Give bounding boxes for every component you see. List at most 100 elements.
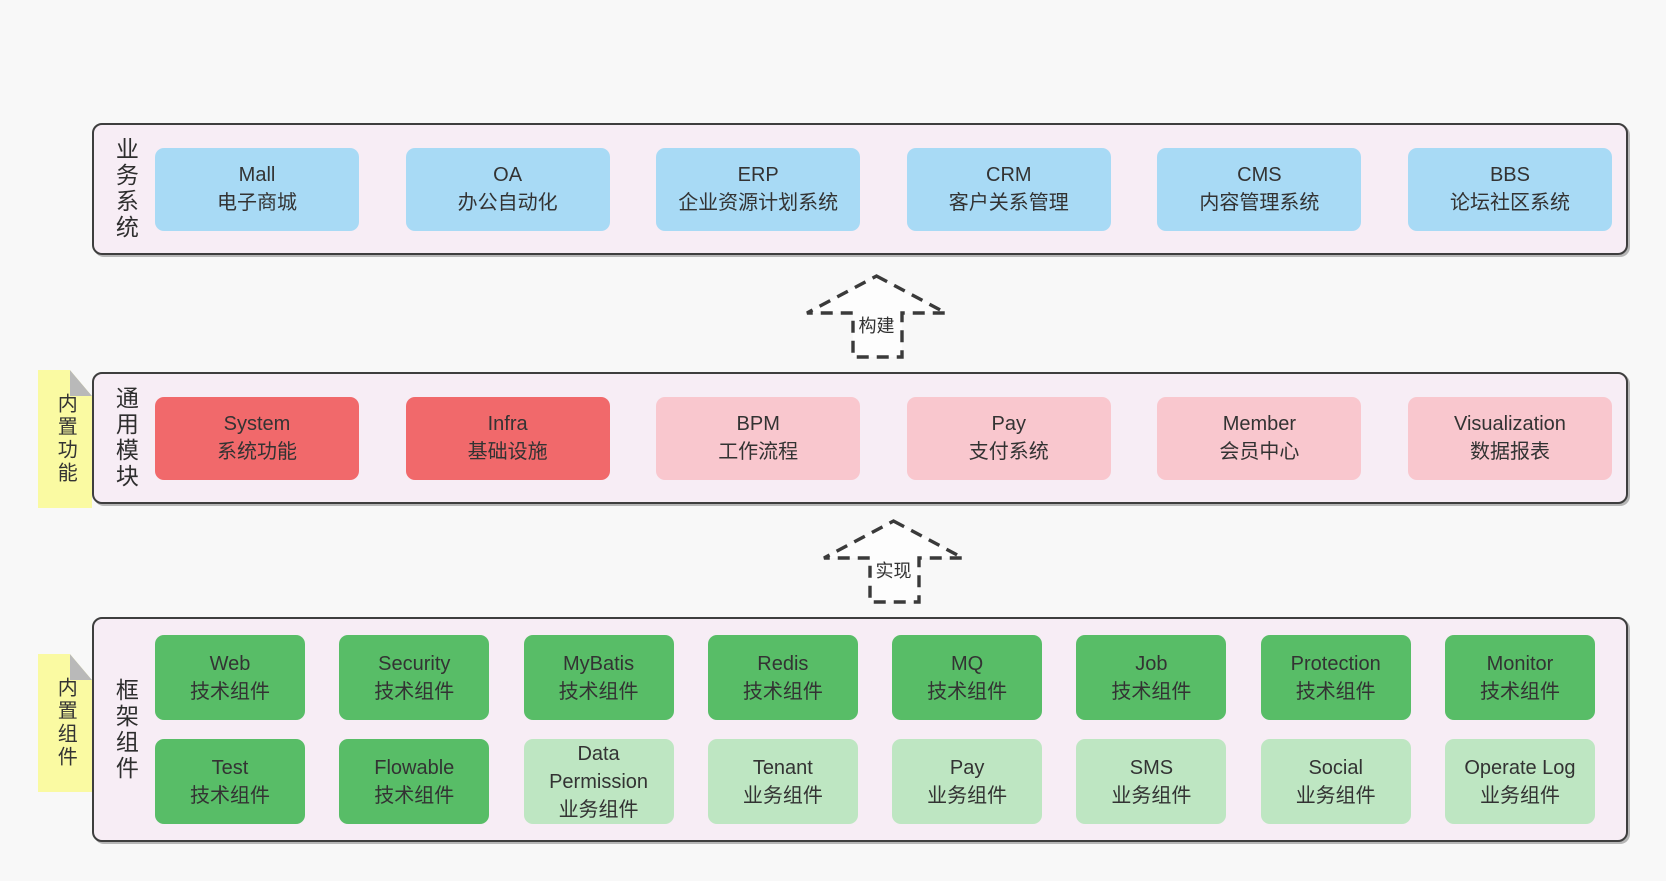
- band-common-modules: 通用模块 System 系统功能 Infra 基础设施 BPM 工作流程 Pay…: [92, 372, 1628, 504]
- box-data-permission: Data Permission 业务组件: [523, 739, 674, 824]
- box-redis: Redis 技术组件: [707, 635, 858, 720]
- band-label-framework-components: 框架组件: [94, 619, 155, 840]
- box-title: Web: [209, 652, 251, 675]
- band-label-common-modules: 通用模块: [94, 374, 155, 502]
- box-title: OA: [493, 164, 523, 186]
- box-protection: Protection 技术组件: [1260, 635, 1411, 720]
- box-social: Social 业务组件: [1260, 739, 1411, 824]
- box-security: Security 技术组件: [339, 635, 490, 720]
- box-member: Member 会员中心: [1157, 396, 1362, 480]
- box-crm: CRM 客户关系管理: [906, 147, 1111, 231]
- box-subtitle: 技术组件: [1295, 680, 1376, 703]
- box-title: Security: [378, 652, 451, 675]
- box-subtitle: 技术组件: [1111, 680, 1192, 703]
- box-tenant: Tenant 业务组件: [707, 739, 858, 824]
- common-modules-row: System 系统功能 Infra 基础设施 BPM 工作流程 Pay 支付系统…: [155, 374, 1626, 502]
- box-flowable: Flowable 技术组件: [339, 739, 490, 824]
- arrow-build-label: 构建: [855, 312, 898, 338]
- framework-components-grid: Web 技术组件 Security 技术组件 MyBatis 技术组件 Redi…: [155, 619, 1626, 840]
- box-subtitle: 技术组件: [1479, 680, 1560, 703]
- arrow-implement: 实现: [822, 519, 965, 604]
- box-title: Flowable: [374, 756, 455, 779]
- box-title: System: [223, 413, 291, 435]
- box-subtitle: 业务组件: [927, 784, 1008, 807]
- box-title: Operate Log: [1464, 756, 1576, 779]
- box-subtitle: 技术组件: [742, 680, 823, 703]
- box-subtitle: 支付系统: [968, 441, 1049, 463]
- box-subtitle: 技术组件: [190, 784, 270, 807]
- arrow-build: 构建: [805, 274, 948, 359]
- box-infra: Infra 基础设施: [405, 396, 610, 480]
- box-subtitle: 基础设施: [467, 441, 548, 463]
- band-label-business-systems: 业务系统: [94, 125, 155, 253]
- framework-row-1: Web 技术组件 Security 技术组件 MyBatis 技术组件 Redi…: [155, 635, 1595, 720]
- box-subtitle: 内容管理系统: [1199, 192, 1320, 214]
- box-subtitle: 业务组件: [742, 784, 823, 807]
- band-label-text: 业务系统: [112, 137, 139, 241]
- box-title: CMS: [1237, 164, 1282, 186]
- fold-corner-icon: [70, 370, 92, 396]
- box-oa: OA 办公自动化: [405, 147, 610, 231]
- business-systems-row: Mall 电子商城 OA 办公自动化 ERP 企业资源计划系统 CRM 客户关系…: [155, 125, 1626, 253]
- box-mall: Mall 电子商城: [155, 147, 359, 231]
- box-subtitle: 技术组件: [374, 784, 455, 807]
- box-subtitle: 电子商城: [217, 192, 297, 214]
- box-test: Test 技术组件: [155, 739, 305, 824]
- box-monitor: Monitor 技术组件: [1444, 635, 1595, 720]
- box-title: Job: [1135, 652, 1168, 675]
- box-mq: MQ 技术组件: [892, 635, 1043, 720]
- box-pay-business: Pay 业务组件: [892, 739, 1043, 824]
- box-job: Job 技术组件: [1076, 635, 1227, 720]
- box-title: Redis: [757, 652, 809, 675]
- fold-corner-icon: [70, 654, 92, 680]
- box-subtitle: 业务组件: [1111, 784, 1192, 807]
- arrow-implement-label: 实现: [872, 557, 915, 583]
- box-pay: Pay 支付系统: [906, 396, 1111, 480]
- box-title: BPM: [736, 413, 780, 435]
- box-title: Test: [211, 756, 249, 779]
- box-subtitle: 数据报表: [1469, 441, 1550, 463]
- box-subtitle: 办公自动化: [457, 192, 558, 214]
- box-mybatis: MyBatis 技术组件: [523, 635, 674, 720]
- box-sms: SMS 业务组件: [1076, 739, 1227, 824]
- box-subtitle: 企业资源计划系统: [678, 192, 839, 214]
- box-subtitle: 技术组件: [374, 680, 455, 703]
- box-title: Monitor: [1486, 652, 1554, 675]
- box-title: Pay: [991, 413, 1027, 435]
- box-subtitle: 会员中心: [1219, 441, 1300, 463]
- box-bpm: BPM 工作流程: [656, 396, 861, 480]
- box-subtitle: 工作流程: [718, 441, 799, 463]
- box-title: Mall: [238, 164, 276, 186]
- box-subtitle: 业务组件: [558, 798, 639, 821]
- box-title: Tenant: [752, 756, 813, 779]
- box-title: BBS: [1489, 164, 1530, 186]
- box-title: Pay: [949, 756, 985, 779]
- box-title: MyBatis: [563, 652, 635, 675]
- band-framework-components: 框架组件 Web 技术组件 Security 技术组件 MyBatis 技术组件…: [92, 617, 1628, 842]
- box-subtitle: 系统功能: [217, 441, 297, 463]
- box-system: System 系统功能: [155, 396, 359, 480]
- box-subtitle: 技术组件: [558, 680, 639, 703]
- box-subtitle: 业务组件: [1295, 784, 1376, 807]
- note-text: 内置功能: [54, 393, 77, 485]
- box-operate-log: Operate Log 业务组件: [1444, 739, 1595, 824]
- box-title: Social: [1308, 756, 1363, 779]
- box-bbs: BBS 论坛社区系统: [1407, 147, 1612, 231]
- box-subtitle: 论坛社区系统: [1449, 192, 1570, 214]
- box-title: ERP: [737, 164, 779, 186]
- box-title: Protection: [1290, 652, 1381, 675]
- box-subtitle: 业务组件: [1479, 784, 1560, 807]
- box-title: Data Permission: [549, 742, 649, 793]
- box-cms: CMS 内容管理系统: [1157, 147, 1362, 231]
- box-title: MQ: [951, 652, 984, 675]
- box-web: Web 技术组件: [155, 635, 305, 720]
- box-title: CRM: [986, 164, 1032, 186]
- box-subtitle: 技术组件: [927, 680, 1008, 703]
- box-title: Visualization: [1454, 413, 1566, 435]
- box-subtitle: 客户关系管理: [948, 192, 1069, 214]
- band-label-text: 框架组件: [112, 677, 139, 782]
- box-visualization: Visualization 数据报表: [1407, 396, 1612, 480]
- band-business-systems: 业务系统 Mall 电子商城 OA 办公自动化 ERP 企业资源计划系统 CRM…: [92, 123, 1628, 255]
- box-title: SMS: [1129, 756, 1174, 779]
